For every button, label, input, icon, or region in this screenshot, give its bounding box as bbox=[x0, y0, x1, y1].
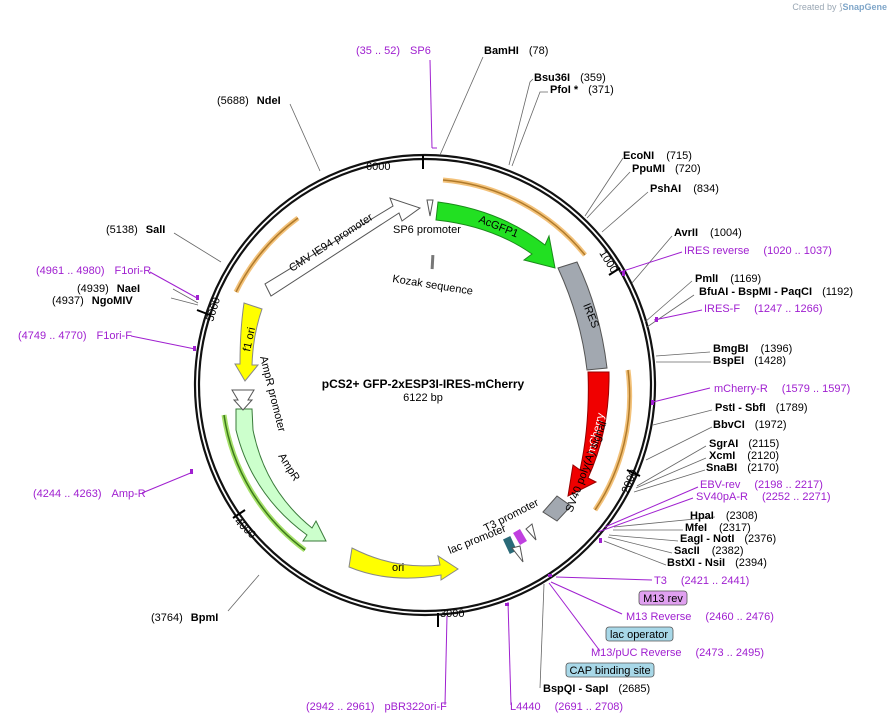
primer-ebv-rev: EBV-rev(2198 .. 2217) bbox=[700, 479, 823, 491]
tick-2000 bbox=[626, 469, 641, 477]
orf-arc-ampr-core bbox=[223, 414, 306, 551]
plasmid-name: pCS2+ GFP-2xESP3I-IRES-mCherry bbox=[322, 377, 525, 391]
tick-5000 bbox=[196, 309, 211, 316]
site-econi: EcoNI(715) bbox=[623, 150, 692, 162]
site-avrii: AvrII(1004) bbox=[674, 227, 742, 239]
feature-f1-ori bbox=[234, 302, 263, 382]
primer-f1ori-r: (4961 .. 4980)F1ori-R bbox=[36, 265, 151, 277]
site-leaders bbox=[170, 56, 716, 689]
primer-ires-reverse: IRES reverse(1020 .. 1037) bbox=[684, 245, 832, 257]
snapgene-credit: Created by ⟆SnapGene bbox=[792, 2, 887, 13]
feature-m13-primer-site bbox=[513, 528, 527, 546]
primer-sp6: (35 .. 52)SP6 bbox=[356, 45, 431, 57]
primer-ires-f: IRES-F(1247 .. 1266) bbox=[704, 303, 823, 315]
primer-markers bbox=[190, 271, 658, 606]
boxed-m13-rev: M13 rev bbox=[643, 593, 683, 605]
snapgene-logo-icon: ⟆ bbox=[838, 2, 843, 12]
tick-label-3000: 3000 bbox=[440, 608, 464, 620]
site-hpai: HpaI(2308) bbox=[690, 510, 758, 522]
boxed-lac-operator: lac operator bbox=[610, 629, 668, 641]
primer-m13-puc-reverse: M13/pUC Reverse(2473 .. 2495) bbox=[591, 647, 764, 659]
backbone-inner-ring bbox=[197, 157, 653, 613]
credit-prefix: Created by bbox=[792, 2, 837, 12]
site-mfei: MfeI(2317) bbox=[685, 522, 751, 534]
feature-label-sp6-promoter: SP6 promoter bbox=[393, 224, 461, 236]
tick-label-5000: 5000 bbox=[204, 296, 223, 323]
site-xcmi: XcmI(2120) bbox=[709, 450, 779, 462]
site-bmgbi: BmgBI(1396) bbox=[713, 343, 792, 355]
site-bstxi: BstXI - NsiI(2394) bbox=[667, 557, 767, 569]
feature-label-ampr: AmpR bbox=[275, 451, 301, 483]
boxed-m13-rev-bg bbox=[638, 590, 688, 606]
primer-f1ori-f: (4749 .. 4770)F1ori-F bbox=[18, 330, 132, 342]
boxed-cap-site: CAP binding site bbox=[569, 665, 650, 677]
feature-lac-promoter bbox=[511, 545, 524, 563]
feature-kozak bbox=[430, 254, 435, 270]
site-psti: PstI - SbfI(1789) bbox=[715, 402, 808, 414]
feature-cmv-promoter bbox=[264, 197, 422, 297]
site-sgrai: SgrAI(2115) bbox=[709, 438, 779, 450]
site-bfuai: BfuAI - BspMI - PaqCI(1192) bbox=[699, 286, 853, 298]
site-pfoi: PfoI *(371) bbox=[550, 84, 614, 96]
primer-sv40pa-r: SV40pA-R(2252 .. 2271) bbox=[696, 491, 830, 503]
orf-arc-mcherry-core bbox=[594, 369, 631, 511]
feature-ori bbox=[348, 547, 459, 581]
site-ppumi: PpuMI(720) bbox=[632, 163, 701, 175]
feature-label-cmv: CMV IE94 promoter bbox=[287, 211, 375, 274]
primer-amp-r: (4244 .. 4263)Amp-R bbox=[33, 488, 146, 500]
primer-m13-reverse: M13 Reverse(2460 .. 2476) bbox=[626, 611, 774, 623]
feature-ires bbox=[557, 261, 608, 371]
primer-pbr322ori-f: (2942 .. 2961)pBR322ori-F bbox=[306, 701, 447, 713]
site-sacii: SacII(2382) bbox=[674, 545, 743, 557]
credit-brand: SnapGene bbox=[842, 2, 887, 12]
site-bspqi: BspQI - SapI(2685) bbox=[543, 683, 650, 695]
primer-t3: T3(2421 .. 2441) bbox=[654, 575, 749, 587]
site-bspei: BspEI(1428) bbox=[713, 355, 786, 367]
feature-label-ori: ori bbox=[392, 562, 404, 574]
site-ngomiv: (4937)NgoMIV bbox=[52, 295, 133, 307]
site-snabi: SnaBI(2170) bbox=[706, 462, 779, 474]
backbone-outer-ring bbox=[193, 153, 657, 617]
feature-sv40-polya bbox=[542, 495, 572, 522]
tick-label-6000: 6000 bbox=[366, 161, 390, 173]
site-bsu36i: Bsu36I(359) bbox=[534, 72, 606, 84]
orf-arc-gfp-core bbox=[442, 179, 586, 256]
site-pshai: PshAI(834) bbox=[650, 183, 719, 195]
site-bpmi: (3764)BpmI bbox=[151, 612, 218, 624]
feature-label-kozak: Kozak sequence bbox=[392, 273, 474, 298]
primer-mcherry-r: mCherry-R(1579 .. 1597) bbox=[714, 383, 850, 395]
site-eagi: EagI - NotI(2376) bbox=[680, 533, 776, 545]
site-ndei: (5688)NdeI bbox=[217, 95, 281, 107]
feature-t3-promoter bbox=[525, 523, 537, 541]
site-naei: (4939)NaeI bbox=[77, 283, 140, 295]
feature-label-ampr-promoter: AmpR promoter bbox=[257, 355, 288, 434]
feature-acgfp1 bbox=[435, 201, 556, 269]
feature-label-lac-promoter: lac promoter bbox=[447, 523, 508, 557]
plasmid-size: 6122 bp bbox=[403, 392, 443, 404]
feature-ampr bbox=[235, 408, 327, 542]
tick-4000 bbox=[232, 509, 246, 519]
feature-ampr-promoter bbox=[231, 389, 255, 411]
primer-leaders bbox=[130, 59, 711, 706]
tick-1000 bbox=[608, 267, 621, 276]
feature-label-f1-ori: f1 ori bbox=[241, 326, 258, 352]
feature-sp6-promoter bbox=[426, 199, 434, 217]
boxed-lac-operator-bg bbox=[605, 626, 674, 642]
boxed-cap-site-bg bbox=[565, 662, 655, 678]
site-pmli: PmlI(1169) bbox=[695, 273, 761, 285]
site-bamhi: BamHI(78) bbox=[484, 45, 548, 57]
site-bbvci: BbvCI(1972) bbox=[713, 419, 787, 431]
orf-arc-f1-core bbox=[235, 217, 299, 293]
primer-l4440: L4440(2691 .. 2708) bbox=[510, 701, 623, 713]
feature-mcherry bbox=[567, 371, 610, 497]
site-sali: (5138)SalI bbox=[106, 224, 165, 236]
